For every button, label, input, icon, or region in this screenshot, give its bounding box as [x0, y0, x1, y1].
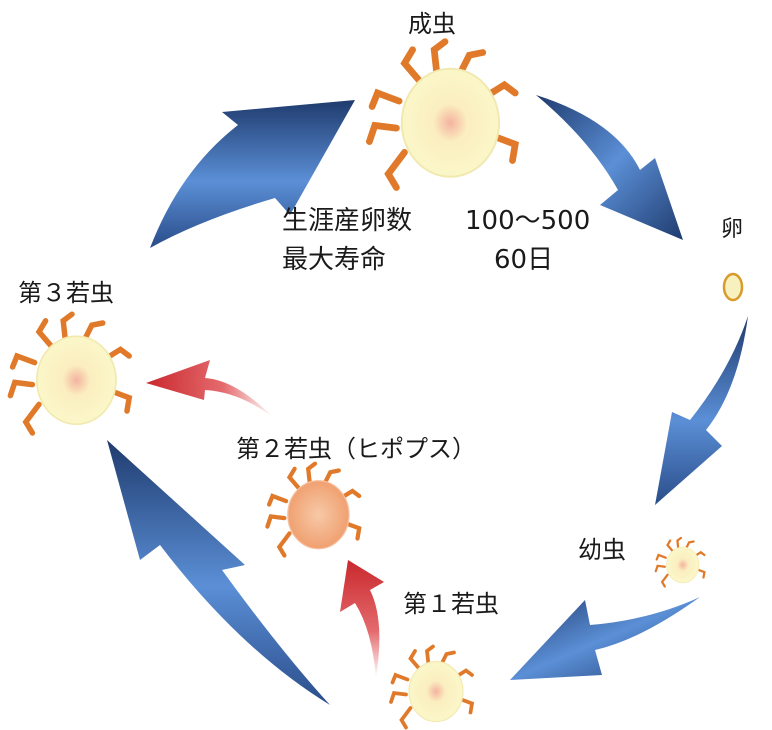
- label-larva: 幼虫: [578, 536, 626, 564]
- lifespan-value: 60日: [494, 245, 553, 275]
- label-nymph3: 第３若虫: [18, 279, 114, 307]
- nymph3-mite-icon: [10, 314, 129, 433]
- arrow-nymph1-to-nymph2: [340, 560, 384, 678]
- hypopus-mite-icon: [265, 461, 362, 558]
- adult-mite-icon: [369, 42, 515, 188]
- lifespan-label: 最大寿命: [282, 245, 386, 275]
- arrow-larva-to-nymph1: [510, 597, 700, 680]
- arrow-nymph2-to-nymph3: [146, 360, 274, 418]
- label-nymph1: 第１若虫: [403, 590, 499, 618]
- arrow-nymph3-to-adult: [150, 100, 355, 248]
- arrow-adult-to-egg: [536, 95, 683, 240]
- egg-icon: [722, 272, 744, 302]
- eggs-label: 生涯産卵数: [282, 206, 412, 236]
- nymph1-mite-icon: [389, 644, 474, 730]
- label-egg: 卵: [721, 217, 743, 242]
- eggs-value: 100〜500: [465, 206, 590, 236]
- arrow-egg-to-larva: [655, 316, 748, 505]
- larva-mite-icon: [654, 536, 706, 588]
- arrow-nymph1-to-nymph3: [107, 440, 330, 705]
- label-nymph2: 第２若虫（ヒポプス）: [236, 435, 476, 463]
- label-adult: 成虫: [408, 10, 456, 38]
